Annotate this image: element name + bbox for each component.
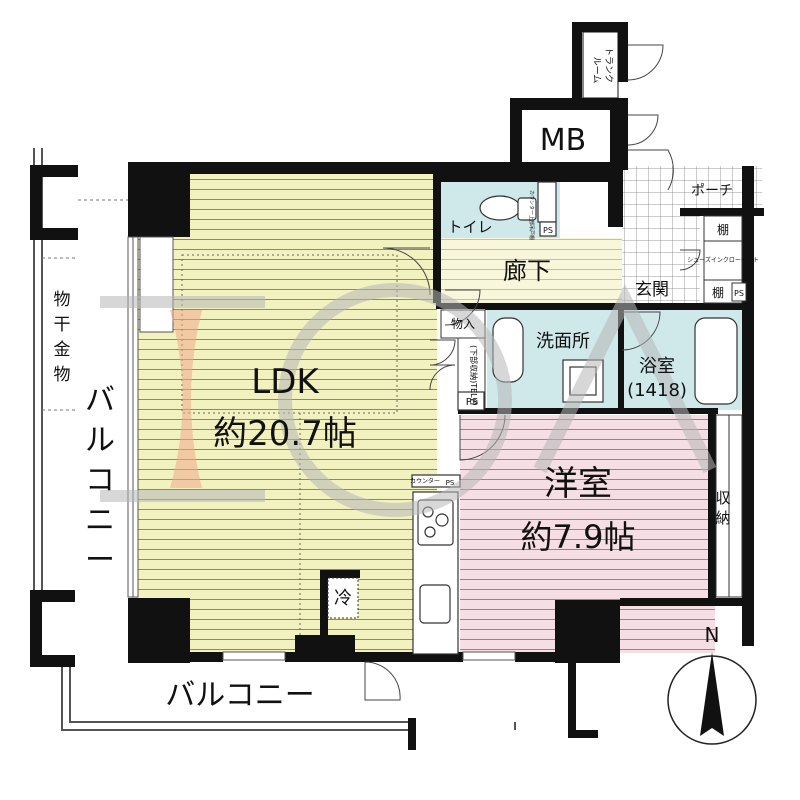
shelf-bottom-label: 棚	[712, 285, 724, 300]
closet	[715, 414, 743, 598]
fridge-label: 冷	[334, 588, 352, 609]
ps-label-4: PS	[734, 289, 744, 298]
hanger-line4: 物	[54, 365, 71, 385]
closet-line2: 納	[715, 509, 730, 527]
hanger-line2: 干	[54, 315, 71, 335]
washroom-name: 洗面所	[536, 331, 590, 352]
closet-line1: 収	[715, 489, 730, 507]
ldk-area: 約20.7帖	[213, 414, 357, 454]
western-room-area: 約7.9帖	[521, 518, 636, 556]
trunk-room-line2: ルーム	[591, 57, 602, 84]
toilet-fixtures	[479, 181, 557, 237]
trunk-room	[582, 31, 619, 99]
balcony-west-line4: ニ	[85, 503, 115, 538]
watermark	[100, 283, 717, 517]
mb-name: MB	[540, 123, 586, 158]
toilet-name: トイレ	[447, 218, 492, 236]
west-windows	[127, 236, 174, 598]
tel-board-label: (下部収納)TEL台	[469, 345, 479, 406]
balcony-west-line3: コ	[85, 463, 115, 498]
ps-label-3: PS	[446, 479, 455, 487]
shelf-top-label: 棚	[717, 222, 729, 237]
trunk-room-line1: トランク	[603, 47, 614, 83]
storage-name: 物入	[451, 317, 475, 331]
mb-room	[522, 110, 610, 162]
entrance-name: 玄関	[635, 280, 669, 300]
balcony-west-line2: ル	[85, 423, 115, 458]
balcony-west-line5: ー	[85, 543, 115, 578]
kitchen-counter-label: カウンター	[410, 477, 440, 485]
hanger-rail	[42, 199, 128, 411]
shoes-closet-label: シューズインクローゼット	[687, 256, 759, 264]
balcony-columns	[30, 165, 416, 750]
balcony-west-line1: バ	[85, 383, 115, 418]
fridge-space	[327, 577, 359, 619]
porch-name: ポーチ	[691, 183, 733, 199]
porch-floor	[622, 166, 762, 214]
compass-needle	[700, 652, 724, 736]
hanger-line3: 金	[54, 340, 71, 360]
toilet-counter-label: カウンター上部吊戸棚	[528, 190, 535, 240]
corridor-name: 廊下	[503, 257, 551, 285]
ldk-name: LDK	[251, 362, 320, 402]
south-windows	[222, 651, 516, 661]
western-room-name: 洋室	[544, 464, 612, 504]
entrance-floor	[622, 214, 700, 304]
balcony-south-name: バルコニー	[165, 678, 314, 713]
ps-label-1: PS	[543, 226, 553, 235]
bath-name: 浴室	[639, 356, 675, 377]
ps-label-2: PS	[466, 397, 478, 408]
shoe-closet	[703, 215, 747, 304]
corridor-floor	[440, 238, 622, 303]
compass: N	[667, 623, 757, 745]
hanger-line1: 物	[54, 290, 71, 310]
compass-label: N	[705, 623, 720, 647]
bath-size: (1418)	[627, 380, 687, 401]
